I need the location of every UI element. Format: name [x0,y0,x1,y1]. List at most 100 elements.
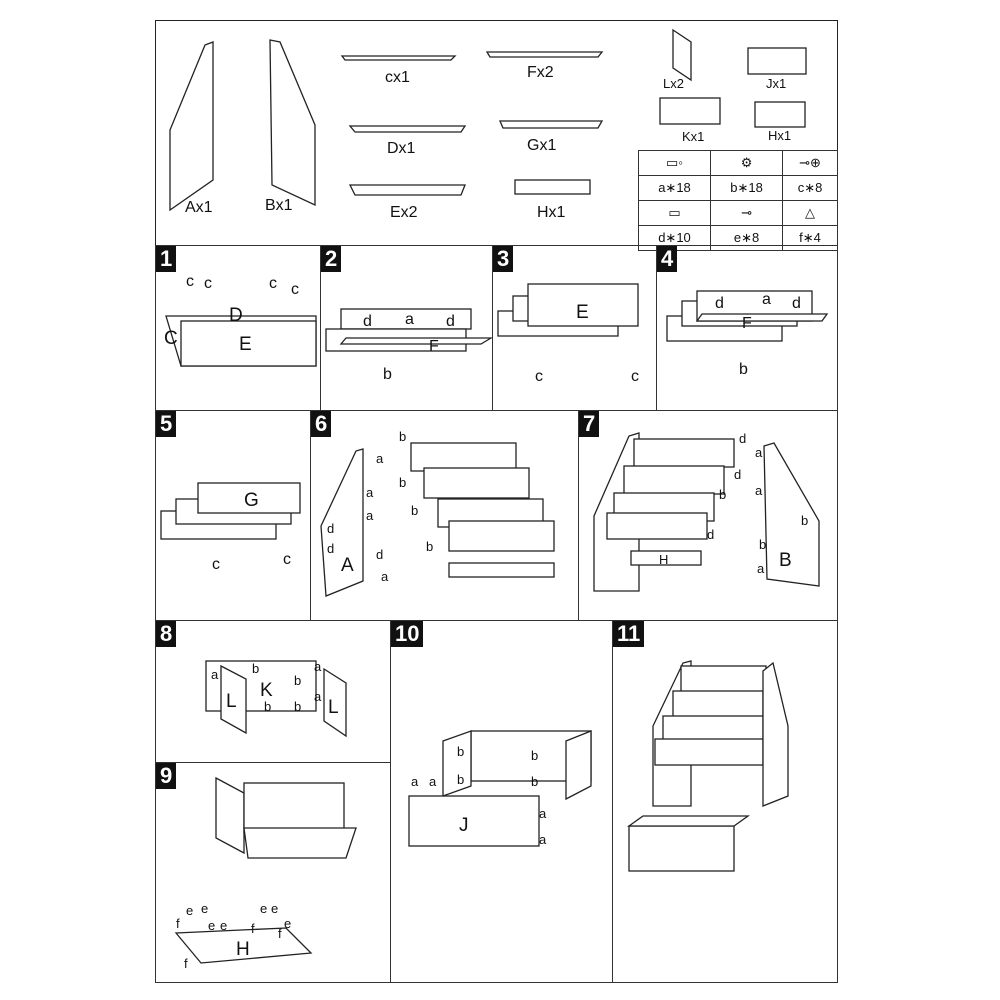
part-callout-label: a [539,832,547,847]
step-6-panel: b a b a a b d d d b A a 6 [310,410,579,621]
part-callout-label: d [739,431,746,446]
part-callout-label: b [294,673,301,688]
part-callout-label: a [366,485,374,500]
part-callout-label: b [531,748,538,763]
part-callout-label: a [429,774,437,789]
part-callout-label: b [252,661,259,676]
part-c-label: cx1 [385,69,410,86]
part-callout-label: c [535,368,543,385]
hardware-a-count: a∗18 [637,175,712,201]
part-callout-label: a [376,451,384,466]
part-callout-label: H [236,939,250,960]
small-dowel-icon: ▭ [637,200,712,226]
part-callout-label: c [283,551,291,568]
part-e-label: Ex2 [390,204,418,221]
part-callout-label: d [363,313,372,330]
part-callout-label: b [759,537,766,552]
screw-icon: ⊸⊕ [782,150,838,176]
part-callout-label: a [411,774,419,789]
parts-overview: Ax1 Bx1 cx1 Dx1 Ex2 Fx2 Gx1 Hx1 Lx2 Jx1 … [169,28,807,221]
step-number: 6 [311,411,332,437]
part-callout-label: f [176,916,180,931]
step-number: 1 [156,246,177,272]
hardware-b-count: b∗18 [710,175,784,201]
part-l-label: Lx2 [663,76,684,91]
part-callout-label: d [446,313,455,330]
step-4-panel: d a d F b 4 [656,245,838,411]
part-callout-label: a [366,508,374,523]
step-10-panel: b b b b a a J a a 10 [390,620,613,983]
part-callout-label: e [208,918,215,933]
step-5-panel: G c c 5 [155,410,311,621]
part-callout-label: G [244,490,259,511]
part-callout-label: c [631,368,639,385]
part-callout-label: b [801,513,808,528]
part-callout-label: c [186,273,194,290]
part-callout-label: b [383,366,392,383]
part-k-label: Kx1 [682,129,704,144]
part-callout-label: C [164,328,178,349]
part-callout-label: d [376,547,383,562]
part-callout-label: f [251,921,255,936]
part-callout-label: d [792,295,801,312]
part-callout-label: d [734,467,741,482]
dowel-icon: ▭◦ [637,150,712,176]
part-callout-label: b [294,699,301,714]
step-8-panel: a b a K b L b b a L 8 [155,620,391,763]
part-callout-label: D [229,305,243,326]
part-g-label: Gx1 [527,137,556,154]
part-callout-label: a [762,291,771,308]
part-callout-label: a [757,561,765,576]
part-callout-label: a [314,659,322,674]
part-callout-label: e [220,918,227,933]
part-callout-label: K [260,680,273,701]
step-number: 5 [156,411,177,437]
part-callout-label: L [328,697,339,718]
step-3-panel: E c c 3 [492,245,657,411]
part-d-label: Dx1 [387,140,416,157]
part-callout-label: E [239,334,252,355]
part-h-label: Hx1 [537,204,566,221]
part-callout-label: A [341,555,354,576]
part-callout-label: c [269,275,277,292]
part-j-label: Jx1 [766,76,786,91]
part-callout-label: b [426,539,433,554]
part-callout-label: a [381,569,389,584]
hardware-c-count: c∗8 [782,175,838,201]
part-b-label: Bx1 [265,197,293,214]
short-screw-icon: ⊸ [710,200,784,226]
part-callout-label: f [278,926,282,941]
step-number: 8 [156,621,177,647]
step-number: 4 [657,246,678,272]
step-number: 2 [321,246,342,272]
part-callout-label: a [539,806,547,821]
part-callout-label: d [327,521,334,536]
part-callout-label: F [429,338,439,355]
hardware-e-count: e∗8 [710,225,784,251]
part-callout-label: e [271,901,278,916]
step-2-panel: d a d F b 2 [320,245,493,411]
part-callout-label: b [457,744,464,759]
part-a-label: Ax1 [185,199,213,216]
part-callout-label: a [755,445,763,460]
part-callout-label: b [264,699,271,714]
step-number: 10 [391,621,424,647]
part-callout-label: c [212,556,220,573]
part-callout-label: b [399,429,406,444]
part-callout-label: a [314,689,322,704]
part-callout-label: E [576,302,589,323]
part-f-label: Fx2 [527,64,554,81]
part-callout-label: b [411,503,418,518]
part-callout-label: a [405,311,414,328]
part-callout-label: d [327,541,334,556]
part-callout-label: f [184,956,188,971]
part-callout-label: a [211,667,219,682]
step-number: 3 [493,246,514,272]
part-callout-label: L [226,691,237,712]
part-callout-label: e [260,901,267,916]
hardware-f-count: f∗4 [782,225,838,251]
part-callout-label: b [457,772,464,787]
part-callout-label: d [707,527,714,542]
step-number: 7 [579,411,600,437]
part-a-drawing [169,41,214,212]
